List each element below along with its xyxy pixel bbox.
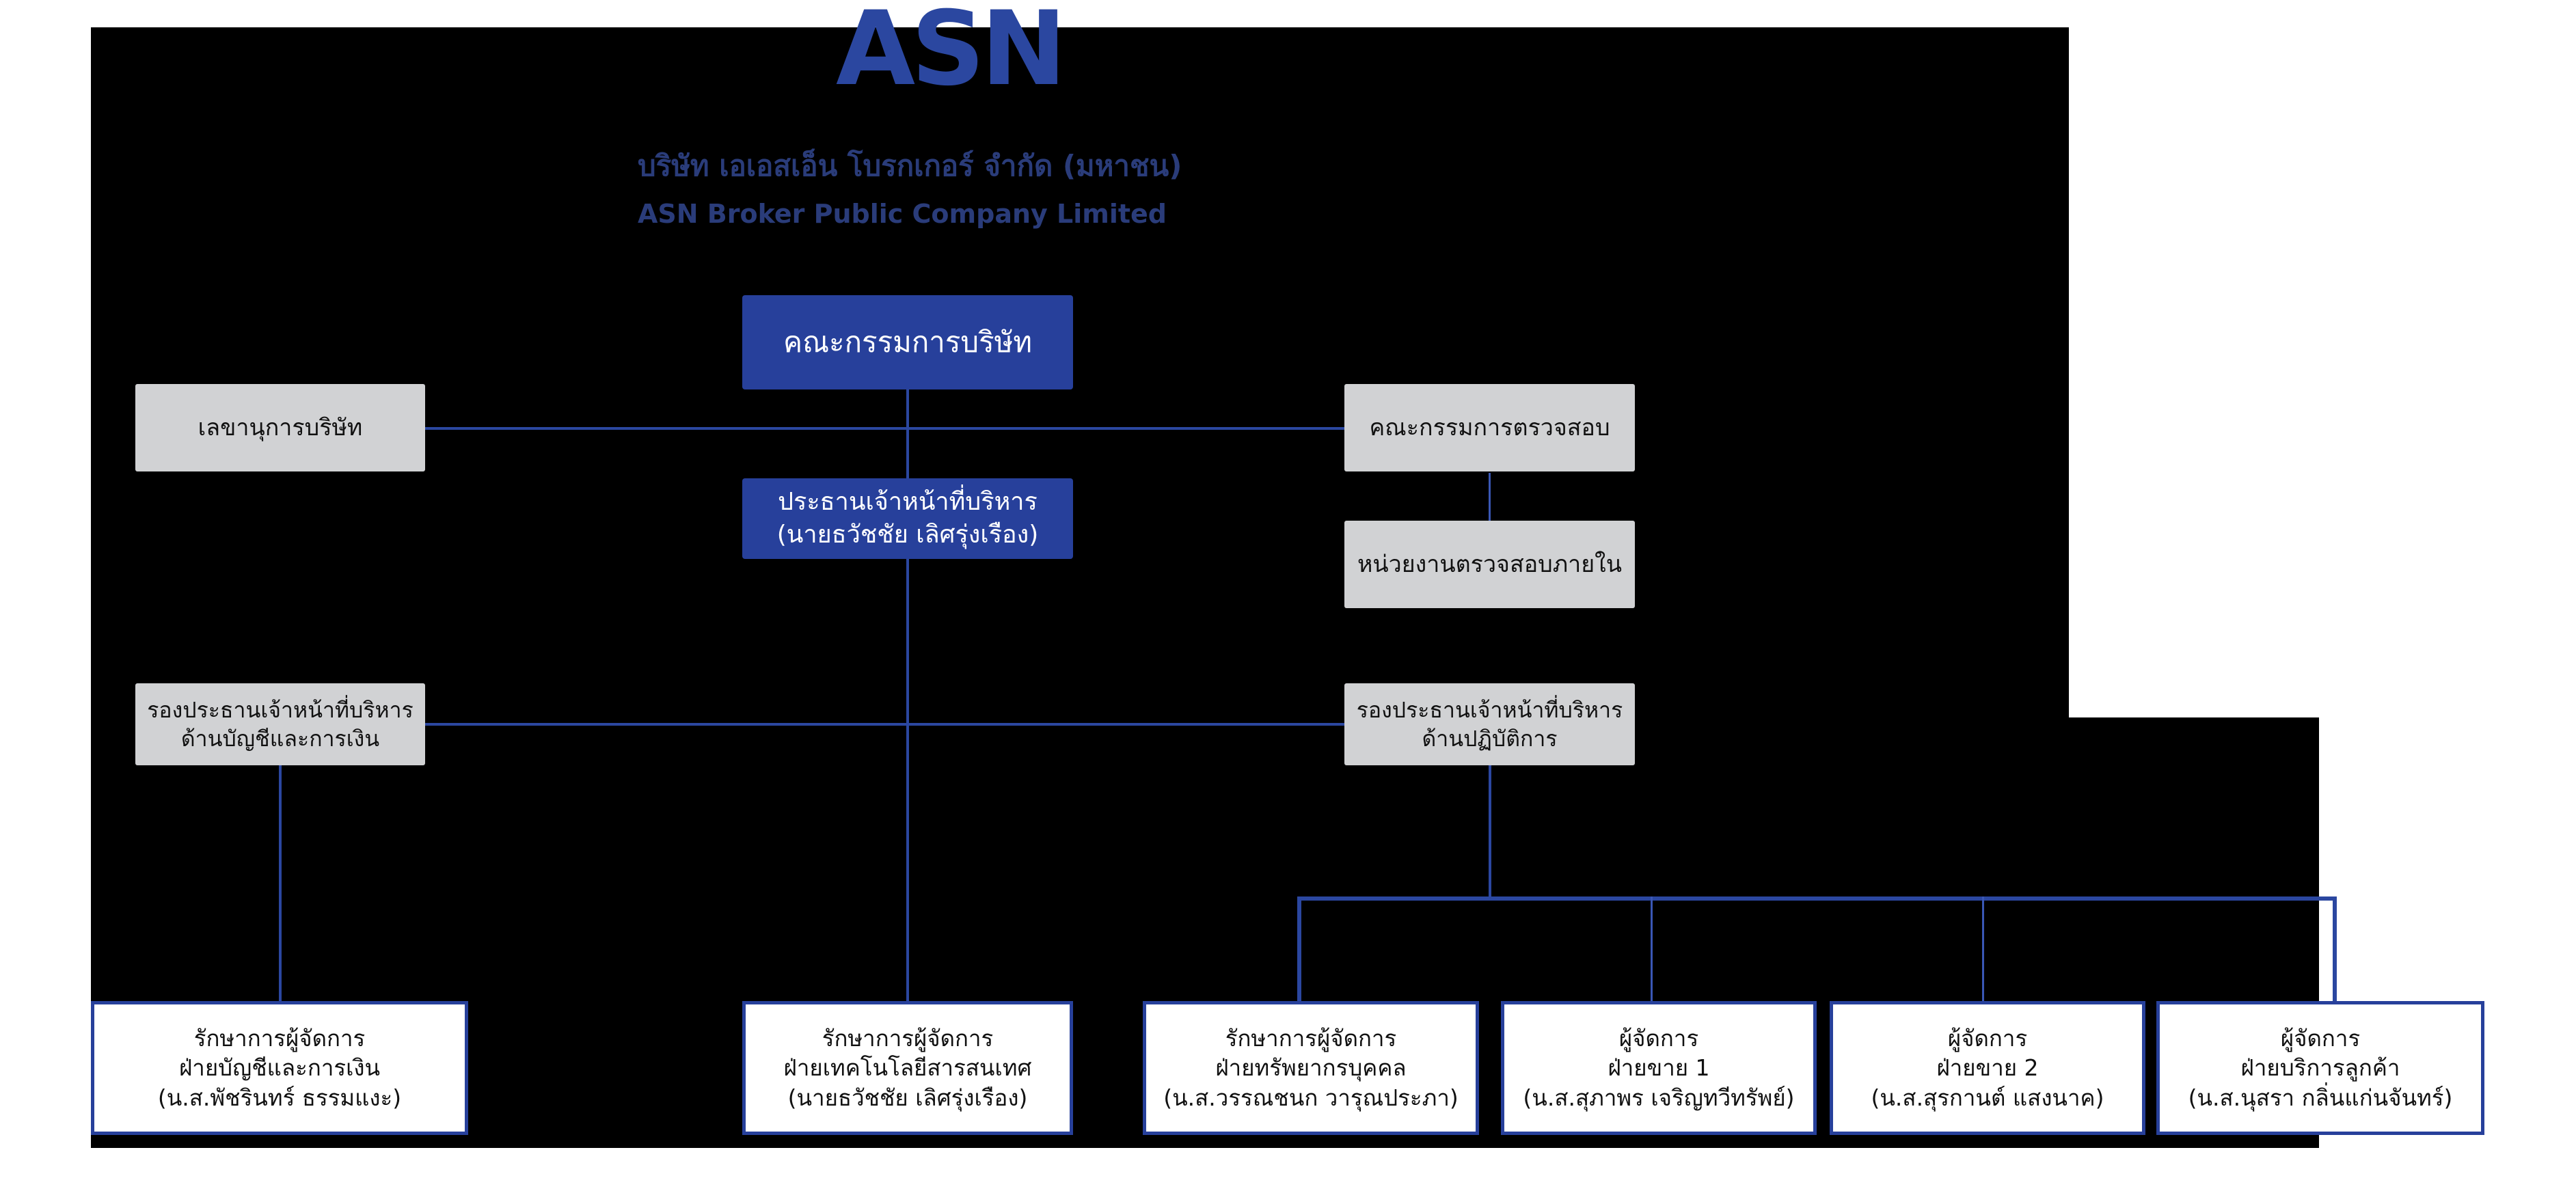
asn-logo: ASN	[836, 0, 1067, 109]
node-deputy-ceo-operations-label: รองประธานเจ้าหน้าที่บริหาร ด้านปฏิบัติกา…	[1356, 696, 1623, 752]
node-board-of-directors[interactable]: คณะกรรมการบริษัท	[742, 295, 1073, 389]
connector-secretary-to-audit	[424, 427, 1346, 430]
node-ceo[interactable]: ประธานเจ้าหน้าที่บริหาร (นายธวัชชัย เลิศ…	[742, 478, 1073, 559]
connector-board-to-deputy-spine	[906, 389, 909, 786]
node-manager-customer-service[interactable]: ผู้จัดการ ฝ่ายบริการลูกค้า (น.ส.นุสรา กล…	[2156, 1001, 2484, 1135]
node-deputy-ceo-finance[interactable]: รองประธานเจ้าหน้าที่บริหาร ด้านบัญชีและก…	[135, 683, 425, 765]
node-manager-information-technology[interactable]: รักษาการผู้จัดการ ฝ่ายเทคโนโลยีสารสนเทศ …	[742, 1001, 1073, 1135]
node-manager-sales-1[interactable]: ผู้จัดการ ฝ่ายขาย 1 (น.ส.สุภาพร เจริญทวี…	[1501, 1001, 1817, 1135]
connector-deputy-operations-drop	[1489, 765, 1491, 899]
node-manager-accounting-finance-label: รักษาการผู้จัดการ ฝ่ายบัญชีและการเงิน (น…	[157, 1024, 402, 1111]
connector-deputy-finance-to-accounting	[279, 765, 282, 1001]
connector-deputy-finance-to-operations	[424, 723, 1346, 726]
node-audit-committee[interactable]: คณะกรรมการตรวจสอบ	[1344, 384, 1635, 471]
backdrop-upper	[91, 27, 2069, 717]
node-company-secretary-label: เลขานุการบริษัท	[198, 413, 363, 441]
node-manager-accounting-finance[interactable]: รักษาการผู้จัดการ ฝ่ายบัญชีและการเงิน (น…	[91, 1001, 468, 1135]
node-manager-sales-2[interactable]: ผู้จัดการ ฝ่ายขาย 2 (น.ส.สุรกานต์ แสงนาค…	[1830, 1001, 2145, 1135]
brand-header: ASN บริษัท เอเอสเอ็น โบรกเกอร์ จำกัด (มห…	[91, 0, 2069, 273]
node-manager-human-resources-label: รักษาการผู้จัดการ ฝ่ายทรัพยากรบุคคล (น.ส…	[1163, 1024, 1459, 1111]
node-audit-committee-label: คณะกรรมการตรวจสอบ	[1369, 413, 1610, 441]
node-board-of-directors-label: คณะกรรมการบริษัท	[783, 325, 1032, 359]
node-deputy-ceo-operations[interactable]: รองประธานเจ้าหน้าที่บริหาร ด้านปฏิบัติกา…	[1344, 683, 1635, 765]
company-name-thai: บริษัท เอเอสเอ็น โบรกเกอร์ จำกัด (มหาชน)	[638, 149, 1182, 182]
node-manager-human-resources[interactable]: รักษาการผู้จัดการ ฝ่ายทรัพยากรบุคคล (น.ส…	[1143, 1001, 1479, 1135]
node-manager-customer-service-label: ผู้จัดการ ฝ่ายบริการลูกค้า (น.ส.นุสรา กล…	[2188, 1024, 2453, 1111]
node-internal-audit-label: หน่วยงานตรวจสอบภายใน	[1357, 550, 1622, 578]
connector-ceo-to-it-manager	[906, 786, 909, 1001]
node-internal-audit[interactable]: หน่วยงานตรวจสอบภายใน	[1344, 521, 1635, 608]
connector-leg-customer-service	[2333, 896, 2337, 1002]
node-manager-information-technology-label: รักษาการผู้จัดการ ฝ่ายเทคโนโลยีสารสนเทศ …	[783, 1024, 1032, 1111]
connector-leg-hr	[1297, 896, 1301, 1002]
company-name-english: ASN Broker Public Company Limited	[638, 199, 1167, 229]
node-deputy-ceo-finance-label: รองประธานเจ้าหน้าที่บริหาร ด้านบัญชีและก…	[147, 696, 413, 752]
connector-audit-to-internal-audit	[1489, 473, 1491, 521]
connector-leg-sales1	[1651, 896, 1653, 1002]
node-company-secretary[interactable]: เลขานุการบริษัท	[135, 384, 425, 471]
node-manager-sales-2-label: ผู้จัดการ ฝ่ายขาย 2 (น.ส.สุรกานต์ แสงนาค…	[1871, 1024, 2104, 1111]
connector-operations-fanout-bus	[1297, 896, 2337, 901]
node-ceo-label: ประธานเจ้าหน้าที่บริหาร (นายธวัชชัย เลิศ…	[776, 488, 1039, 549]
connector-leg-sales2	[1982, 896, 1984, 1002]
node-manager-sales-1-label: ผู้จัดการ ฝ่ายขาย 1 (น.ส.สุภาพร เจริญทวี…	[1523, 1024, 1795, 1111]
